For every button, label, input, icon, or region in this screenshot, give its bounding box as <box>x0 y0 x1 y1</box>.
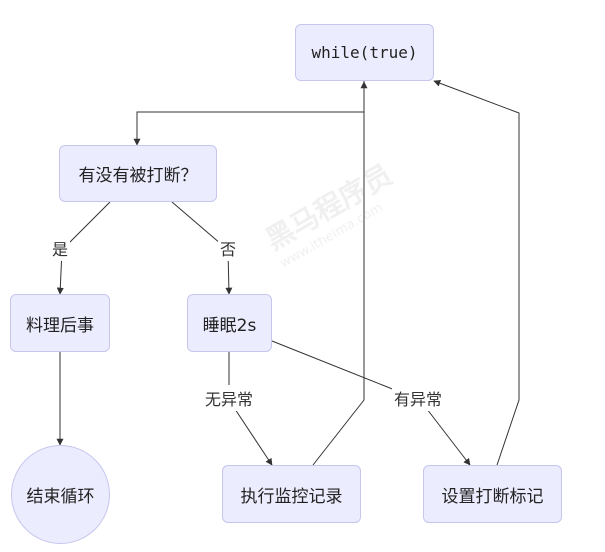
node-check-interrupted: 有没有被打断？ <box>59 145 217 202</box>
edge-monitor-to-loop <box>312 81 368 466</box>
node-sleep: 睡眠2s <box>187 294 272 352</box>
edge-loop-to-check <box>133 81 365 146</box>
edge-label-yes: 是 <box>49 235 71 261</box>
edge-label-no: 否 <box>217 235 239 261</box>
edge-label-exception: 有异常 <box>391 385 445 411</box>
node-set-interrupt-flag: 设置打断标记 <box>423 465 562 523</box>
edge-label-no-exception: 无异常 <box>202 385 256 411</box>
node-end-loop: 结束循环 <box>11 445 110 544</box>
node-cleanup: 料理后事 <box>10 294 110 352</box>
node-monitor-record: 执行监控记录 <box>222 465 361 523</box>
edge-setflag-to-loop <box>433 79 520 466</box>
node-while-loop: while(true) <box>295 24 434 81</box>
